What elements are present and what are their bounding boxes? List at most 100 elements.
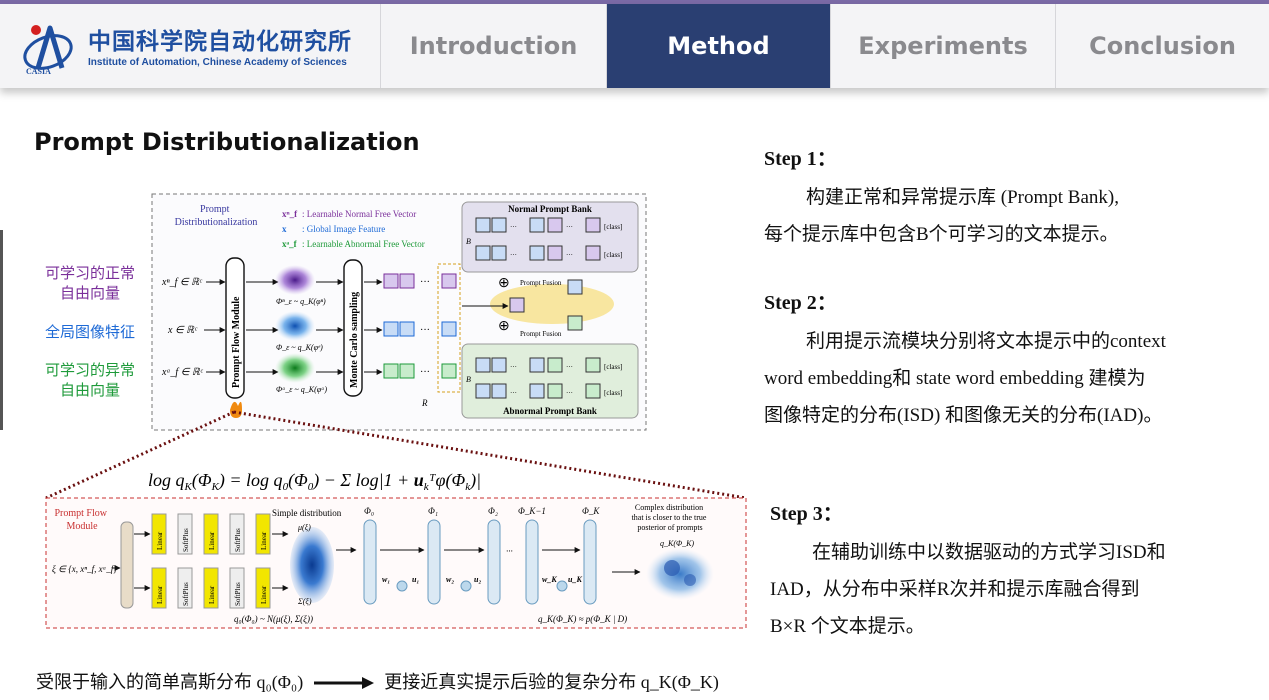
svg-text:xⁿ_f: xⁿ_f: [282, 209, 298, 219]
layer-softplus-3: SoftPlus: [182, 582, 190, 606]
layer-softplus-4: SoftPlus: [234, 582, 242, 606]
svg-text:Φ₁: Φ₁: [428, 506, 438, 516]
svg-text:Φ₂: Φ₂: [488, 506, 498, 516]
step-1-line-1: 构建正常和异常提示库 (Prompt Bank),: [806, 187, 1119, 208]
svg-text:Σ(ξ): Σ(ξ): [297, 597, 312, 606]
step-3-line-2: IAD，从分布中采样R次并和提示库融合得到: [770, 579, 1140, 600]
layer-linear-6: Linear: [260, 585, 268, 604]
fig-inputs: xⁿ_f ∈ ℝᶜ x ∈ ℝᶜ xᵃ_f ∈ ℝᶜ: [161, 277, 204, 378]
class-token-3: [class]: [604, 363, 622, 371]
svg-text:u₁: u₁: [412, 575, 419, 584]
legend-global: : Global Image Feature: [302, 224, 385, 234]
svg-text:q_K(Φ_K): q_K(Φ_K): [660, 539, 694, 548]
pfm-input: ξ ∈ {x, xⁿ_f, xᵃ_f}: [52, 564, 117, 574]
step-1-line-2: 每个提示库中包含B个可学习的文本提示。: [764, 224, 1119, 245]
svg-text:B: B: [466, 375, 471, 384]
layer-linear-3: Linear: [260, 531, 268, 550]
svg-text:R: R: [421, 398, 428, 408]
layer-softplus-1: SoftPlus: [182, 528, 190, 552]
step-3-line-1: 在辅助训练中以数据驱动的方式学习ISD和: [812, 542, 1166, 563]
complex-dist-line1: Complex distribution: [635, 503, 703, 512]
svg-text:u₂: u₂: [474, 575, 481, 584]
svg-text:x: x: [282, 224, 287, 234]
svg-text:Φ_K: Φ_K: [582, 506, 600, 516]
step-3-line-3: B×R 个文本提示。: [770, 616, 925, 637]
label-abnormal-free-vector: 可学习的异常 自由向量: [44, 361, 135, 399]
top-accent-bar: [0, 0, 1269, 4]
tab-method[interactable]: Method: [606, 4, 830, 88]
fig-flow-module: Prompt Flow Module: [231, 296, 242, 388]
svg-text:···: ···: [420, 367, 430, 378]
label-global-image-feature: 全局图像特征: [44, 323, 135, 341]
section-title: Prompt Distributionalization: [34, 128, 420, 156]
svg-text:Φ₀: Φ₀: [364, 506, 374, 516]
step-3-title: Step 3：: [770, 503, 843, 525]
svg-text:xᵃ_f ∈ ℝᶜ: xᵃ_f ∈ ℝᶜ: [161, 367, 204, 378]
complex-dist-line3: posterior of prompts: [637, 523, 702, 532]
logo-english-name: Institute of Automation, Chinese Academy…: [88, 57, 347, 68]
svg-text:w_K: w_K: [542, 575, 557, 584]
bottom-left-text: 受限于输入的简单高斯分布 q₀(Φ₀): [36, 672, 304, 692]
class-token-2: [class]: [604, 251, 622, 259]
long-arrow-icon: [313, 673, 374, 694]
tab-introduction[interactable]: Introduction: [380, 4, 606, 88]
fig-mc-sampling: Monte Carlo sampling: [349, 292, 360, 388]
svg-text:···: ···: [420, 277, 430, 288]
simple-dist-label: Simple distribution: [272, 508, 342, 518]
step-2: Step 2： 利用提示流模块分别将文本提示中的context word emb…: [764, 286, 1264, 434]
bottom-right-text: 更接近真实提示后验的复杂分布 q_K(Φ_K): [384, 672, 719, 692]
fig-title-line2: Distributionalization: [175, 217, 258, 228]
svg-text:Φᵃ_ε ~ q_K(φᵃ): Φᵃ_ε ~ q_K(φᵃ): [276, 385, 327, 394]
svg-text:···: ···: [510, 389, 517, 397]
svg-text:w₁: w₁: [382, 575, 390, 584]
svg-text:⊕: ⊕: [498, 319, 510, 334]
pfm-layer-stack: Linear SoftPlus Linear SoftPlus Linear L…: [120, 513, 289, 609]
svg-text:···: ···: [566, 389, 573, 397]
fig-prompt-fusion-1: Prompt Fusion: [520, 279, 562, 287]
bottom-annotation: 受限于输入的简单高斯分布 q₀(Φ₀) 更接近真实提示后验的复杂分布 q_K(Φ…: [36, 668, 719, 694]
global-distribution-blob: [275, 311, 315, 341]
svg-text:xⁿ_f ∈ ℝᶜ: xⁿ_f ∈ ℝᶜ: [161, 277, 203, 288]
method-figure: Prompt Distributionalization xⁿ_f : Learn…: [45, 193, 747, 629]
qk-equation: q_K(Φ_K) ≈ p(Φ_K | D): [538, 614, 627, 624]
left-edge-marker: [0, 230, 3, 430]
step-2-title: Step 2：: [764, 292, 837, 314]
complex-distribution-blob: [646, 548, 714, 600]
svg-text:⊕: ⊕: [498, 276, 510, 291]
fig-title: Prompt Distributionalization: [175, 204, 258, 228]
svg-text:···: ···: [510, 251, 517, 259]
q0-equation: q₀(Φ₀) ~ N(μ(ξ), Σ(ξ)): [234, 614, 313, 624]
step-2-line-2: word embedding和 state word embedding 建模为: [764, 368, 1146, 389]
label-normal-free-vector: 可学习的正常 自由向量: [44, 264, 135, 302]
step-2-line-1: 利用提示流模块分别将文本提示中的context: [806, 331, 1166, 352]
class-token-4: [class]: [604, 389, 622, 397]
svg-text:···: ···: [420, 325, 430, 336]
layer-linear-5: Linear: [208, 585, 216, 604]
svg-text:w₂: w₂: [446, 575, 454, 584]
pfm-title: Prompt Flow Module: [54, 508, 109, 532]
step-1-title: Step 1：: [764, 148, 837, 170]
pfm-title-line2: Module: [66, 521, 98, 532]
nav-tabs: Introduction Method Experiments Conclusi…: [380, 4, 1269, 88]
tab-conclusion[interactable]: Conclusion: [1055, 4, 1269, 88]
abnormal-distribution-blob: [275, 353, 315, 383]
svg-text:···: ···: [566, 363, 573, 371]
tab-experiments[interactable]: Experiments: [830, 4, 1055, 88]
layer-linear-2: Linear: [208, 531, 216, 550]
institute-logo[interactable]: CASIA 中国科学院自动化研究所 Institute of Automatio…: [0, 4, 380, 88]
casia-logo-icon: CASIA: [23, 25, 73, 76]
normal-distribution-blob: [275, 265, 315, 295]
fig-prompt-fusion-2: Prompt Fusion: [520, 330, 562, 338]
legend-abnormal: : Learnable Abnormal Free Vector: [302, 239, 425, 249]
layer-softplus-2: SoftPlus: [234, 528, 242, 552]
svg-text:Φⁿ_ε ~ q_K(φⁿ): Φⁿ_ε ~ q_K(φⁿ): [276, 297, 326, 306]
fig-normal-bank: Normal Prompt Bank: [508, 204, 592, 214]
svg-text:B: B: [466, 237, 471, 246]
complex-dist-line2: that is closer to the true: [632, 513, 707, 522]
svg-text:Φ_ε ~ q_K(φᵉ): Φ_ε ~ q_K(φᵉ): [276, 343, 323, 352]
step-3: Step 3： 在辅助训练中以数据驱动的方式学习ISD和 IAD，从分布中采样R…: [770, 497, 1265, 645]
logo-chinese-name: 中国科学院自动化研究所: [88, 29, 352, 55]
flow-equation: log qK(ΦK) = log q0(Φ0) − Σ log|1 + ukᵀφ…: [148, 470, 481, 493]
svg-text:xᵃ_f: xᵃ_f: [282, 239, 298, 249]
